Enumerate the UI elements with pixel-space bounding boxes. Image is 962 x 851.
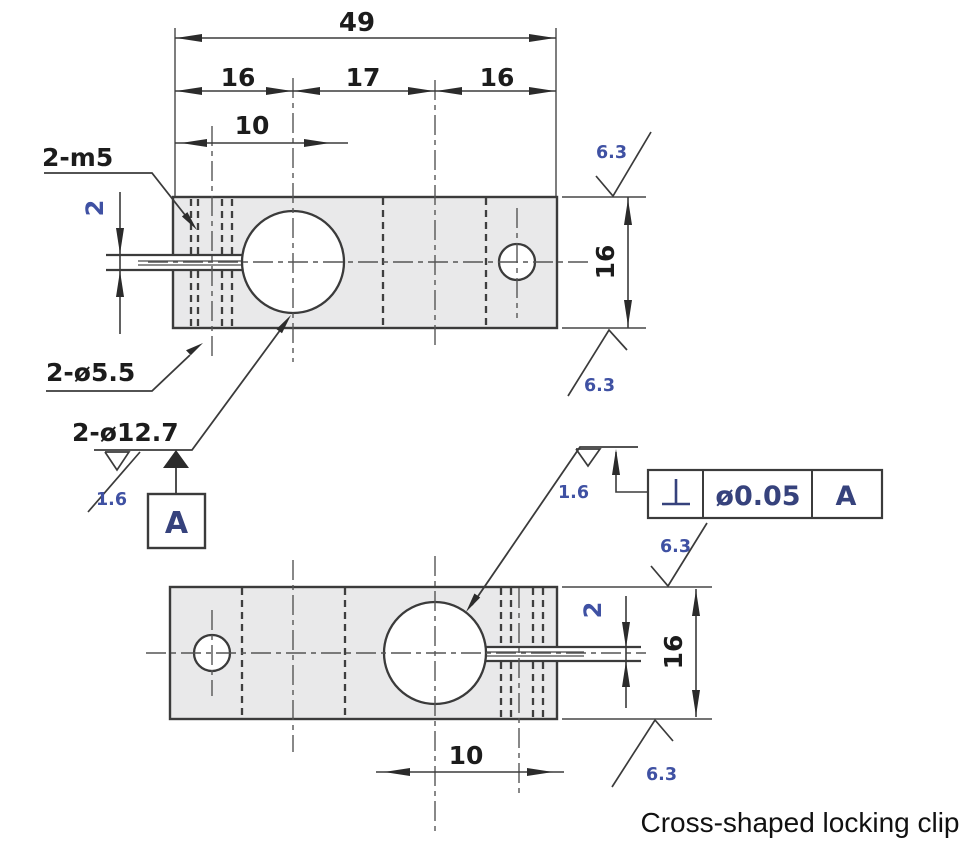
label-text-2-m5: 2-m5	[42, 143, 113, 172]
roughness-text-1.6: 1.6	[558, 483, 589, 503]
dim-text-10: 10	[235, 111, 270, 140]
slit-edges	[482, 645, 641, 663]
dim-text-16-left: 16	[221, 63, 256, 92]
dim-text-10: 10	[449, 741, 484, 770]
roughness-text-6.3: 6.3	[584, 376, 615, 396]
dim-segments: 16 17 16	[175, 63, 556, 95]
roughness-icon	[650, 522, 708, 588]
slit-edges	[106, 253, 250, 272]
fcf-frame	[646, 468, 884, 520]
dim-text-16-height: 16	[591, 245, 620, 280]
top-view: 49 16 17 16 10 2	[42, 8, 652, 550]
roughness-icon	[567, 328, 628, 397]
roughness-top-edge: 6.3	[650, 522, 708, 588]
roughness-bottom-edge: 6.3	[567, 328, 628, 397]
roughness-icon	[87, 451, 141, 513]
roughness-icon	[611, 718, 674, 788]
roughness-text-6.3: 6.3	[646, 765, 677, 785]
roughness-top-edge: 6.3	[595, 131, 652, 198]
centerlines	[148, 78, 590, 362]
dim-hole-offset: 10	[376, 741, 564, 776]
label-tapped-holes: 2-m5	[42, 143, 197, 230]
datum-box	[146, 492, 207, 550]
extension-lines	[174, 28, 646, 329]
dim-slit-width: 2	[579, 596, 630, 708]
label-through-holes: 2-ø5.5	[46, 343, 203, 392]
slit-cut-lines	[138, 260, 256, 266]
centerlines	[146, 556, 646, 832]
perpendicularity-icon	[662, 479, 690, 506]
extension-lines	[562, 586, 712, 720]
roughness-bottom-edge: 6.3	[611, 718, 677, 788]
label-text-2-o12.7: 2-ø12.7	[72, 418, 179, 447]
dim-text-2: 2	[579, 602, 607, 619]
slit-gap	[479, 648, 559, 660]
dim-text-17: 17	[346, 63, 381, 92]
fcf-tolerance: ø0.05	[715, 481, 800, 512]
dim-slit-width: 2	[81, 192, 124, 334]
dim-text-49: 49	[339, 8, 375, 38]
fcf-dividers	[702, 470, 813, 518]
fcf-datum: A	[836, 481, 857, 512]
dim-text-16-height: 16	[659, 635, 688, 670]
datum-feature-symbol: A	[146, 450, 207, 550]
datum-triangle-icon	[163, 450, 189, 468]
roughness-text-6.3: 6.3	[660, 537, 691, 557]
dim-height: 16	[659, 589, 700, 717]
label-bores: 2-ø12.7	[72, 315, 291, 451]
label-text-2-o5.5: 2-ø5.5	[46, 358, 135, 387]
dim-text-2: 2	[81, 200, 109, 217]
dim-overall-width: 49	[175, 8, 556, 42]
datum-label: A	[165, 506, 189, 541]
dim-height: 16	[591, 197, 632, 328]
bottom-view: 16 2 10 1.6 ø0	[146, 446, 884, 832]
roughness-icon	[575, 448, 602, 468]
drawing-caption: Cross-shaped locking clip	[640, 807, 959, 838]
roughness-bore-top-view: 1.6	[87, 451, 141, 513]
roughness-icon	[595, 131, 652, 198]
slit-cut-lines	[474, 651, 584, 657]
dim-text-16-right: 16	[480, 63, 515, 92]
feature-control-frame: ø0.05 A	[612, 449, 884, 520]
dim-hole-offset: 10	[175, 111, 348, 147]
roughness-bore-bottom-view: 1.6	[466, 446, 638, 612]
roughness-text-6.3: 6.3	[596, 143, 627, 163]
roughness-text-1.6: 1.6	[96, 490, 127, 510]
